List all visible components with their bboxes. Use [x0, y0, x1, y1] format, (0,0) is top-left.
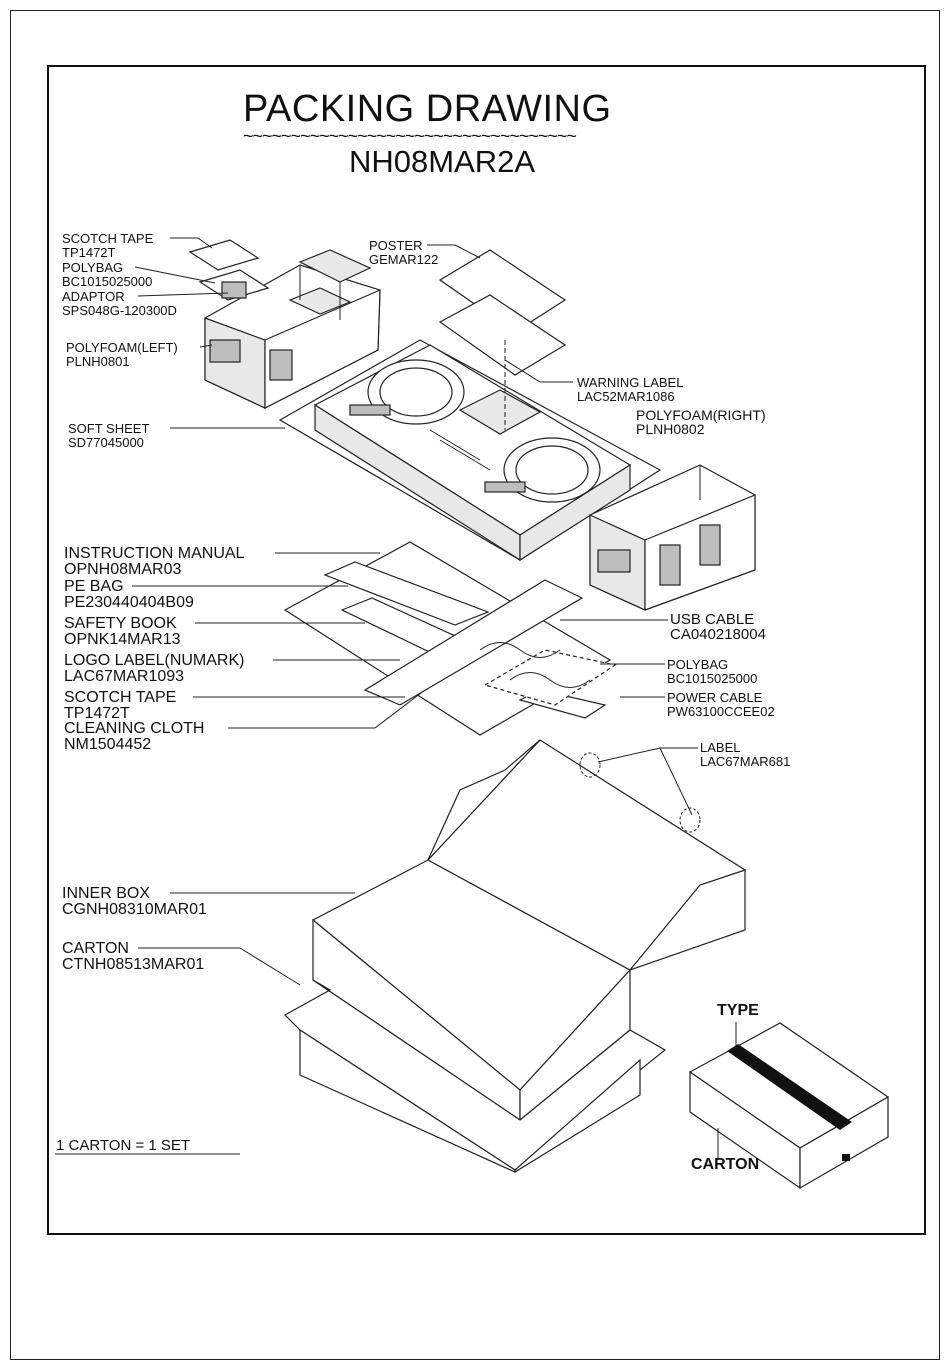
- drawing-frame: [47, 65, 926, 1235]
- callout-code: LAC52MAR1086: [577, 389, 675, 404]
- callout-name: SCOTCH TAPE: [64, 689, 177, 706]
- title-underline: ~~~~~~~~~~~~~~~~~~~~~~~~~~~~~~~~~~~: [243, 126, 577, 146]
- polyfoam-left-drawing: [204, 249, 381, 409]
- callout-inner-box: INNER BOX CGNH08310MAR01: [62, 886, 207, 918]
- callout-name: ADAPTOR: [62, 289, 125, 304]
- callout-code: SD77045000: [68, 435, 144, 450]
- scotch-tape-top-sheet: [188, 239, 260, 271]
- instruction-manual: [323, 561, 490, 626]
- callout-scotch-tape-mid: SCOTCH TAPE TP1472T: [64, 690, 176, 722]
- callout-name: SCOTCH TAPE: [62, 231, 154, 246]
- callout-code: GEMAR122: [369, 252, 439, 267]
- adaptor-block: [221, 281, 247, 299]
- inner-box-drawing: [311, 739, 747, 1122]
- callout-polybag-top: POLYBAG BC1015025000: [62, 261, 152, 289]
- callout-name: POLYFOAM(RIGHT): [636, 407, 766, 423]
- callout-code: CTNH08513MAR01: [62, 956, 205, 973]
- callout-code: NM1504452: [64, 736, 152, 753]
- callout-instruction-manual: INSTRUCTION MANUAL OPNH08MAR03: [64, 546, 244, 578]
- detail-carton-label: CARTON: [691, 1156, 760, 1173]
- callout-code: CGNH08310MAR01: [62, 901, 207, 918]
- callout-name: INSTRUCTION MANUAL: [64, 545, 245, 562]
- callout-name: LOGO LABEL(NUMARK): [64, 652, 245, 669]
- callout-polyfoam-left: POLYFOAM(LEFT) PLNH0801: [66, 341, 178, 369]
- callout-name: USB CABLE: [670, 611, 755, 628]
- taped-carton-detail: [688, 1022, 890, 1190]
- carton-drawing: [284, 979, 667, 1174]
- callout-safety-book: SAFETY BOOK OPNK14MAR13: [64, 616, 181, 648]
- callout-polybag-mid: POLYBAG BC1015025000: [667, 658, 757, 686]
- drawing-sheet: [10, 10, 940, 1360]
- callout-name: CARTON: [62, 940, 129, 957]
- model-number: NH08MAR2A: [349, 144, 536, 179]
- callout-label: LABEL LAC67MAR681: [700, 741, 790, 769]
- callout-code: BC1015025000: [62, 274, 153, 289]
- callout-code: CA040218004: [670, 626, 766, 643]
- callout-polyfoam-right: POLYFOAM(RIGHT) PLNH0802: [636, 408, 766, 436]
- callout-code: BC1015025000: [667, 671, 758, 686]
- callout-warning-label: WARNING LABEL LAC52MAR1086: [577, 376, 683, 404]
- callout-soft-sheet: SOFT SHEET SD77045000: [68, 422, 149, 450]
- callout-name: POSTER: [369, 238, 423, 253]
- callout-name: POLYFOAM(LEFT): [66, 340, 178, 355]
- callout-name: LABEL: [700, 740, 741, 755]
- callout-adaptor: ADAPTOR SPS048G-120300D: [62, 290, 177, 318]
- callout-code: PW63100CCEE02: [667, 704, 775, 719]
- polybag-mid-outline: [483, 649, 617, 706]
- callout-carton: CARTON CTNH08513MAR01: [62, 941, 204, 973]
- callout-code: OPNH08MAR03: [64, 561, 182, 578]
- callout-name: POLYBAG: [667, 657, 729, 672]
- callout-name: SOFT SHEET: [68, 421, 150, 436]
- callout-code: LAC67MAR681: [700, 754, 791, 769]
- callout-cleaning-cloth: CLEANING CLOTH NM1504452: [64, 721, 204, 753]
- footer-note: 1 CARTON = 1 SET: [56, 1137, 191, 1154]
- callout-name: POWER CABLE: [667, 690, 763, 705]
- callout-code: SPS048G-120300D: [62, 303, 177, 318]
- callout-code: OPNK14MAR13: [64, 631, 181, 648]
- callout-name: PE BAG: [64, 578, 124, 595]
- callout-pe-bag: PE BAG PE230440404B09: [64, 579, 194, 611]
- callout-scotch-tape-top: SCOTCH TAPE TP1472T: [62, 232, 153, 260]
- power-cable-coil: [509, 672, 591, 688]
- callout-name: POLYBAG: [62, 260, 124, 275]
- callout-code: PLNH0801: [66, 354, 130, 369]
- callout-code: TP1472T: [62, 245, 116, 260]
- polyfoam-right-drawing: [589, 464, 756, 611]
- poster-sheet-2: [438, 294, 567, 376]
- leader-lines: [55, 237, 737, 1160]
- callout-name: INNER BOX: [62, 885, 151, 902]
- usb-cable-coil: [479, 642, 561, 658]
- callout-name: CLEANING CLOTH: [64, 720, 205, 737]
- callout-power-cable: POWER CABLE PW63100CCEE02: [667, 691, 775, 719]
- callout-name: WARNING LABEL: [577, 375, 684, 390]
- callout-code: TP1472T: [64, 705, 130, 722]
- callout-code: LAC67MAR1093: [64, 668, 185, 685]
- cleaning-cloth: [363, 579, 584, 706]
- callout-logo-label: LOGO LABEL(NUMARK) LAC67MAR1093: [64, 653, 244, 685]
- callout-name: SAFETY BOOK: [64, 615, 177, 632]
- drawing-title: PACKING DRAWING: [243, 88, 612, 130]
- callout-code: PLNH0802: [636, 421, 705, 437]
- callout-poster: POSTER GEMAR122: [369, 239, 438, 267]
- callout-code: PE230440404B09: [64, 594, 194, 611]
- detail-type-label: TYPE: [717, 1002, 759, 1019]
- controller-drawing: [313, 344, 632, 562]
- callout-usb-cable: USB CABLE CA040218004: [670, 612, 766, 642]
